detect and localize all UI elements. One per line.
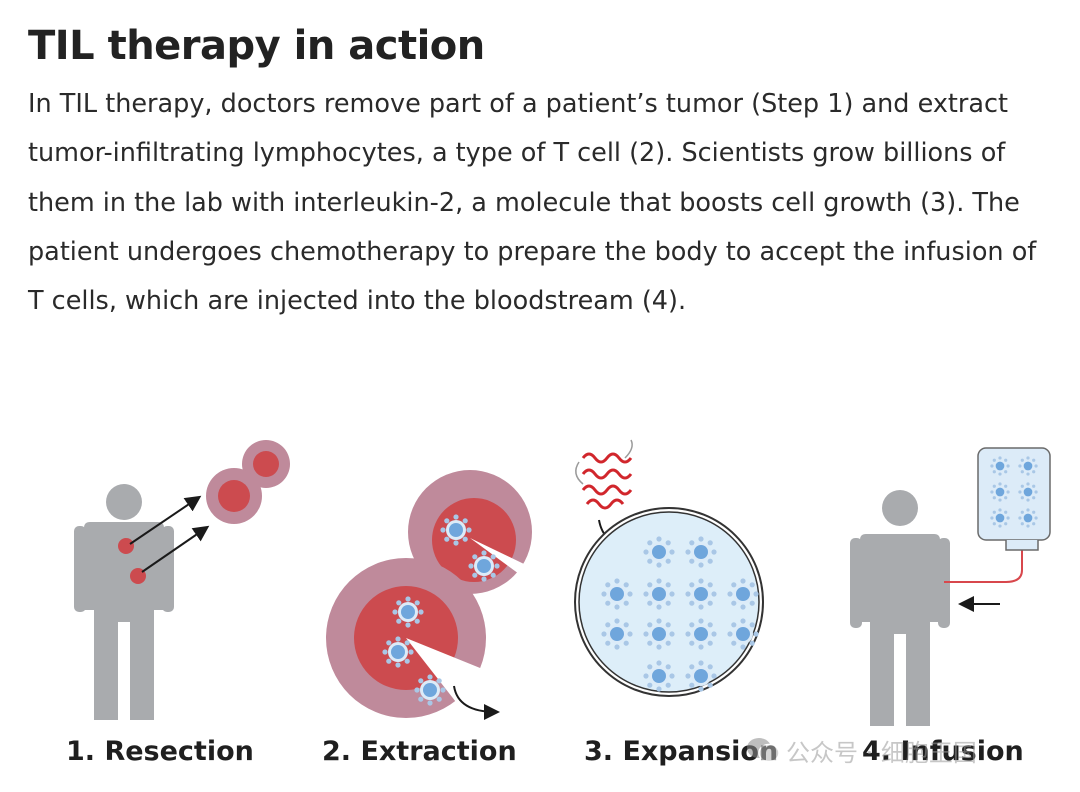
t-cell-icon [392, 596, 424, 628]
watermark: 公众号 · 细胞王国 [746, 730, 977, 770]
step-label-expansion: 3. Expansion [584, 736, 779, 767]
extraction-panel [318, 400, 558, 740]
step-label-extraction: 2. Extraction [322, 736, 517, 767]
watermark-text: 公众号 · 细胞王国 [786, 738, 977, 767]
petri-dish-expansion-icon [574, 439, 764, 697]
iv-bag-icon [977, 447, 1051, 551]
interleukin-2-protein-icon [575, 439, 633, 510]
t-cell-icon [414, 674, 446, 706]
page-title: TIL therapy in action [28, 23, 485, 69]
description-paragraph: In TIL therapy, doctors remove part of a… [28, 89, 1037, 317]
expansion-panel [565, 400, 785, 740]
tumor-extraction-icon [326, 470, 532, 720]
t-cell-icon [440, 514, 472, 546]
t-cell-icon [382, 636, 414, 668]
t-cell-icon [468, 550, 500, 582]
person-with-tumor-icon [74, 440, 290, 720]
iv-infusion-icon [850, 447, 1051, 726]
resection-panel [60, 400, 300, 740]
infusion-panel [830, 400, 1070, 740]
step-label-infusion: 4. Infusion [862, 736, 1024, 767]
step-label-resection: 1. Resection [66, 736, 254, 767]
wechat-icon [746, 736, 780, 764]
